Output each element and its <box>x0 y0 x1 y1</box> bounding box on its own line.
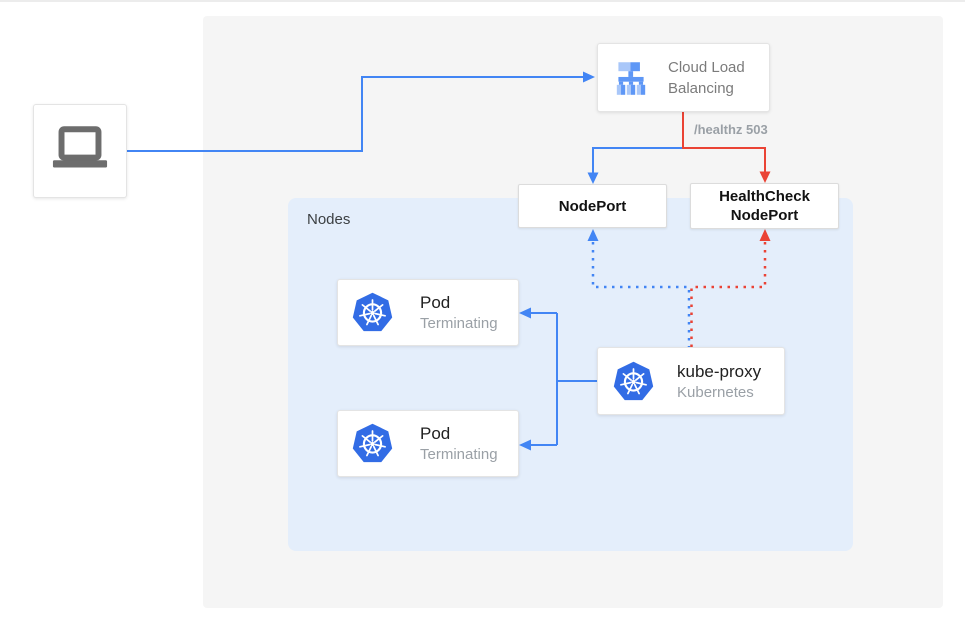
healthcheck-nodeport-label: HealthCheck NodePort <box>719 188 810 224</box>
pod-node-2: Pod Terminating <box>337 410 519 477</box>
pod-title: Pod <box>420 293 451 312</box>
healthz-status-label: /healthz 503 <box>694 122 768 137</box>
kubernetes-icon <box>612 360 655 403</box>
pod-status: Terminating <box>420 315 498 332</box>
client-node <box>33 104 127 198</box>
pod-status: Terminating <box>420 446 498 463</box>
pod-text: Pod Terminating <box>420 422 498 465</box>
nodeport-node: NodePort <box>518 184 667 228</box>
cloud-load-balancing-icon <box>610 57 652 99</box>
kube-proxy-node: kube-proxy Kubernetes <box>597 347 785 415</box>
pod-text: Pod Terminating <box>420 291 498 334</box>
pod-node-1: Pod Terminating <box>337 279 519 346</box>
nodeport-label: NodePort <box>558 197 627 215</box>
kube-proxy-subtitle: Kubernetes <box>677 383 754 401</box>
pod-title: Pod <box>420 424 451 443</box>
cloud-load-balancing-label: Cloud Load Balancing <box>668 58 745 97</box>
cloud-load-balancing-node: Cloud Load Balancing <box>597 43 770 112</box>
nodes-label: Nodes <box>307 211 351 228</box>
kubernetes-icon <box>351 291 394 334</box>
healthcheck-nodeport-node: HealthCheck NodePort <box>690 183 839 229</box>
laptop-icon <box>47 118 113 184</box>
kube-proxy-title: kube-proxy <box>677 361 762 381</box>
kube-proxy-text: kube-proxy Kubernetes <box>677 360 761 403</box>
kubernetes-icon <box>351 422 394 465</box>
